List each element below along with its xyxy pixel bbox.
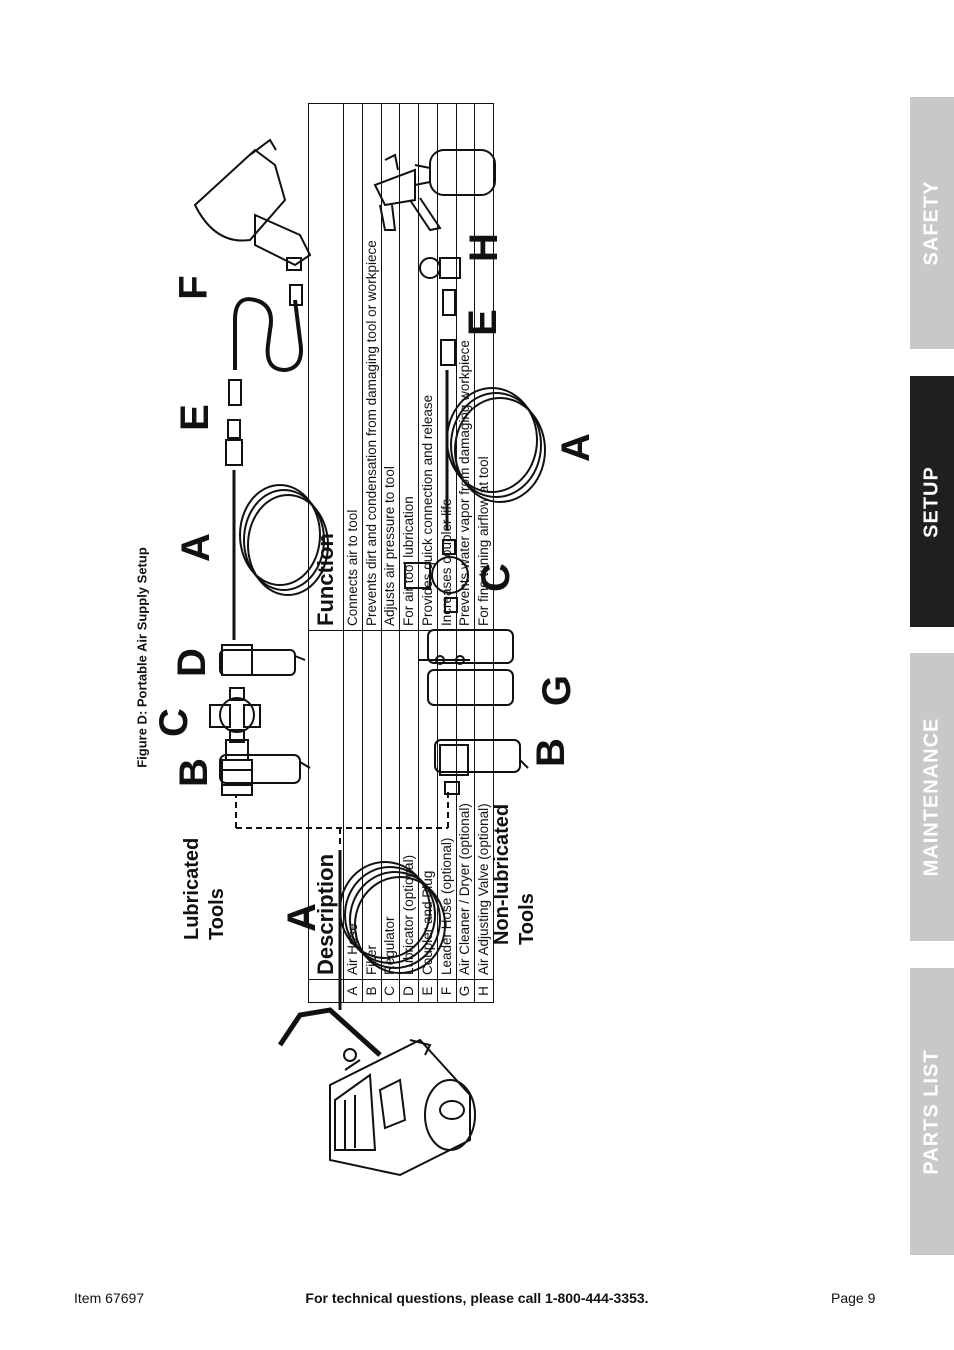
tab-parts-list[interactable]: PARTS LIST: [910, 968, 954, 1255]
table-header-row: Description Function: [308, 103, 344, 1003]
regulator-lower: [404, 539, 469, 613]
spray-gun-illustration: [373, 149, 496, 232]
air-supply-diagram: [193, 138, 546, 1177]
tab-maintenance[interactable]: MAINTENANCE: [910, 653, 954, 941]
table-header-function: Function: [308, 103, 344, 631]
filter-upper: [219, 739, 311, 796]
coupler-upper: [225, 379, 243, 466]
footer-page-number: Page 9: [831, 1290, 876, 1306]
filter-lower: [434, 739, 529, 795]
label-b-lower: B: [528, 738, 573, 767]
label-a-lower: A: [553, 433, 598, 462]
air-hose-coil-upper: [232, 470, 329, 640]
leader-hose: [233, 284, 303, 373]
table-header-key: [308, 979, 344, 1003]
compressor-illustration: [277, 1007, 476, 1177]
coupler-lower: [440, 289, 456, 366]
label-g-lower: G: [535, 674, 580, 707]
tab-safety[interactable]: SAFETY: [910, 97, 954, 349]
label-b-upper: B: [171, 758, 216, 787]
label-a-upper: A: [173, 533, 218, 562]
air-hose-coil-left: [338, 850, 446, 1010]
regulator-upper: [209, 687, 261, 743]
lubricator-upper: [219, 644, 306, 676]
figure-caption: Figure D: Portable Air Supply Setup: [134, 547, 150, 768]
tab-setup[interactable]: SETUP: [910, 376, 954, 627]
label-f: F: [171, 275, 216, 300]
air-dryer-lower: [418, 629, 514, 706]
impact-wrench-illustration: [193, 138, 312, 271]
adjusting-valve-lower: [419, 257, 461, 279]
table-header-description: Description: [308, 630, 344, 980]
footer-item-number: Item 67697: [74, 1290, 145, 1306]
footer-tech-line: For technical questions, please call 1-8…: [305, 1290, 649, 1306]
label-e-upper: E: [172, 404, 217, 431]
label-c-upper: C: [151, 708, 196, 737]
label-d-upper: D: [169, 648, 214, 677]
air-hose-coil-lower: [445, 370, 546, 530]
